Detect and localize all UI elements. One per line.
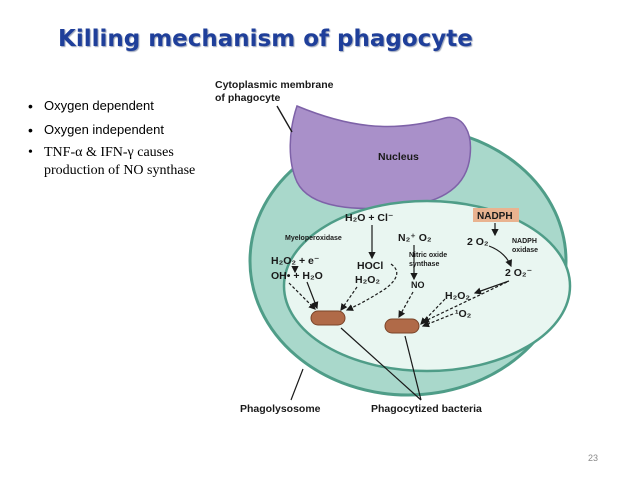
nucleus-label: Nucleus — [378, 151, 419, 163]
dash-h2o2right-bacteria — [420, 298, 446, 325]
label-nadph-oxidase-2: oxidase — [512, 247, 538, 254]
dash-oh-bacteria — [288, 282, 316, 310]
label-phagolysosome: Phagolysosome — [240, 403, 321, 415]
label-nitric-oxide-2: synthase — [409, 261, 439, 268]
label-n2-o2: N₂⁺ O₂ — [398, 232, 432, 244]
bullet-list: Oxygen dependent Oxygen independent TNF-… — [28, 96, 228, 184]
dash-singlet-bacteria — [421, 313, 454, 328]
dash-hocl-bacteria — [345, 263, 398, 311]
pointer-bacteria-right — [404, 335, 422, 401]
label-nadph-box: NADPH — [477, 211, 513, 222]
bullet-oxygen-dependent: Oxygen dependent — [28, 96, 228, 116]
phagocyte-diagram: Cytoplasmic membrane of phagocyte Nucleu… — [215, 79, 572, 415]
nadph-box — [473, 208, 519, 222]
label-h2o2-mid: H₂O₂ — [355, 274, 380, 286]
phagolysosome-vacuole — [282, 199, 572, 373]
arrow-2o2-superoxide — [488, 245, 512, 268]
label-h2o2-right: H₂O₂ — [445, 290, 470, 302]
label-h2o-cl: H₂O + Cl⁻ — [345, 212, 393, 224]
label-two-o2-minus: 2 O₂⁻ — [505, 267, 532, 279]
label-oh-h2o: OH• + H₂O — [271, 270, 323, 282]
label-nadph-oxidase-1: NADPH — [512, 238, 537, 245]
pointer-bacteria-left — [340, 327, 422, 401]
page-number: 23 — [588, 453, 599, 463]
label-nitric-oxide-1: Nitric oxide — [409, 252, 447, 259]
label-h2o2-e: H₂O₂ + e⁻ — [271, 255, 319, 267]
label-phagocytized-bacteria: Phagocytized bacteria — [371, 403, 482, 415]
label-hocl: HOCl — [357, 260, 383, 272]
bacterium-right — [384, 318, 420, 334]
membrane-pointer — [276, 105, 293, 133]
bullet-tnf-ifn: TNF-α & IFN-γ causes production of NO sy… — [28, 144, 228, 180]
label-two-o2: 2 O₂ — [467, 236, 489, 248]
dash-superoxide-bacteria — [421, 281, 508, 323]
membrane-label-line2: of phagocyte — [215, 92, 280, 104]
nucleus-shape — [289, 104, 472, 210]
membrane-label-line1: Cytoplasmic membrane — [215, 79, 334, 91]
arrow-superoxide-h2o2 — [473, 280, 510, 295]
bacterium-left — [310, 310, 346, 326]
bullet-oxygen-independent: Oxygen independent — [28, 120, 228, 140]
label-singlet-o2: ¹O₂ — [455, 308, 472, 320]
slide-title: Killing mechanism of phagocyte — [58, 26, 473, 52]
pointer-phagolysosome — [290, 368, 304, 401]
label-no: NO — [411, 280, 425, 290]
label-myeloperoxidase: Myeloperoxidase — [285, 235, 342, 242]
